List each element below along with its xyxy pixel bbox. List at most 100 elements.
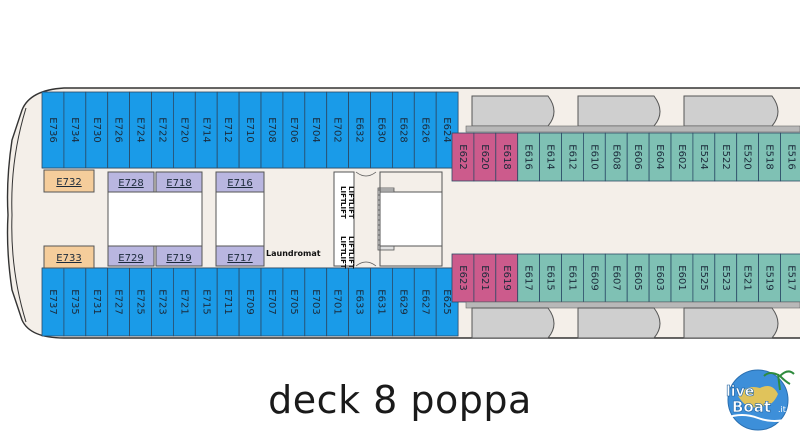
lift-label: LIFT (347, 252, 355, 269)
cabin-label: E601 (676, 265, 687, 290)
room-e719-label: E719 (166, 253, 191, 264)
logo-text-live: live (726, 384, 754, 400)
cabin-label: E518 (764, 144, 775, 169)
cabin-label: E721 (178, 289, 189, 314)
cabin-label: E616 (523, 144, 534, 169)
cabin-label: E701 (332, 289, 343, 314)
cabin-box (780, 132, 800, 182)
room-e732 (43, 169, 95, 193)
room-e716-label: E716 (227, 178, 252, 189)
cabin-label: E524 (698, 144, 709, 169)
cabin-label: E704 (310, 117, 321, 142)
logo-wave (725, 414, 793, 422)
cabin-label: E627 (419, 289, 430, 314)
forward-service-block (379, 191, 443, 247)
cabin-label: E620 (479, 144, 490, 169)
lift-label: LIFT (339, 252, 347, 269)
lifeboat (471, 95, 555, 127)
cabin-label: E624 (441, 117, 452, 142)
inner-rooms: E732 E733 E728 E718 E729 E719 E716 E717 … (43, 169, 321, 269)
lift-lobby-curve (355, 171, 377, 267)
cabin-label: E712 (222, 117, 233, 142)
cabin-label: E707 (266, 289, 277, 314)
cabin-label: E727 (113, 289, 124, 314)
cabin-label: E607 (610, 265, 621, 290)
cabin-label: E604 (654, 144, 665, 169)
cabin-label: E720 (178, 117, 189, 142)
room-e732-label: E732 (56, 177, 81, 188)
cabin-label: E708 (266, 117, 277, 142)
cabin-label: E731 (91, 289, 102, 314)
liveboat-logo[interactable]: live Boat .it (716, 356, 800, 438)
lifeboat (683, 307, 779, 339)
inner-block-mid (215, 191, 265, 247)
room-e728-label: E728 (118, 178, 143, 189)
hull-stern-curve (11, 107, 27, 323)
lifeboat (577, 307, 661, 339)
cabin-label: E614 (545, 144, 556, 169)
cabin-label: E623 (457, 265, 468, 290)
cabin-label: E722 (156, 117, 167, 142)
room-e718-label: E718 (166, 178, 191, 189)
cabin-label: E610 (588, 144, 599, 169)
cabin-label: E621 (479, 265, 490, 290)
cabin-label: E724 (135, 117, 146, 142)
cabin-label: E622 (457, 144, 468, 169)
cabin-label: E725 (135, 289, 146, 314)
cabin-label: E735 (69, 289, 80, 314)
lift-label: LIFT (339, 186, 347, 203)
cabin-label: E611 (566, 265, 577, 290)
cabin-label: E625 (441, 289, 452, 314)
cabin-label: E734 (69, 117, 80, 142)
lifeboat (683, 95, 779, 127)
cabin-label: E608 (610, 144, 621, 169)
room-e733-label: E733 (56, 253, 81, 264)
lifeboat (577, 95, 661, 127)
cabin-label: E710 (244, 117, 255, 142)
cabin-label: E606 (632, 144, 643, 169)
lifeboat-cradle (465, 301, 800, 309)
cabin-label: E605 (632, 265, 643, 290)
cabin-label: E617 (523, 265, 534, 290)
laundromat-label: Laundromat (266, 249, 321, 258)
cabin-label: E633 (354, 289, 365, 314)
palm-tree-icon (763, 370, 795, 391)
lift-label: LIFT (347, 236, 355, 253)
cabin-label: E615 (545, 265, 556, 290)
lift-label: LIFT (347, 186, 355, 203)
cabin-label: E730 (91, 117, 102, 142)
lifeboat (471, 307, 555, 339)
cabin-label: E715 (200, 289, 211, 314)
cabin-label: E525 (698, 265, 709, 290)
cabin-label: E703 (310, 289, 321, 314)
lift-area: LIFT LIFT LIFT LIFT LIFT LIFT LIFT LIFT (333, 171, 443, 269)
cabin-label: E517 (785, 265, 796, 290)
room-e717-label: E717 (227, 253, 252, 264)
cabin-label: E705 (288, 289, 299, 314)
cabin-label: E630 (375, 117, 386, 142)
cabin-label: E626 (419, 117, 430, 142)
cabin-label: E628 (397, 117, 408, 142)
logo-text-tld: .it (778, 405, 786, 414)
room-e729-label: E729 (118, 253, 143, 264)
cabin-label: E523 (720, 265, 731, 290)
cabin-label: E618 (501, 144, 512, 169)
cabin-label: E516 (785, 144, 796, 169)
cabin-label: E737 (47, 289, 58, 314)
deck-caption: deck 8 poppa (268, 378, 532, 422)
cabin-label: E603 (654, 265, 665, 290)
lifeboat-cradle (465, 125, 800, 133)
cabin-label: E519 (764, 265, 775, 290)
cabin-label: E619 (501, 265, 512, 290)
cabin-label: E522 (720, 144, 731, 169)
lifeboats-top (465, 95, 800, 133)
lift-label: LIFT (339, 202, 347, 219)
lift-label: LIFT (347, 202, 355, 219)
logo-text-boat: Boat (732, 398, 771, 416)
